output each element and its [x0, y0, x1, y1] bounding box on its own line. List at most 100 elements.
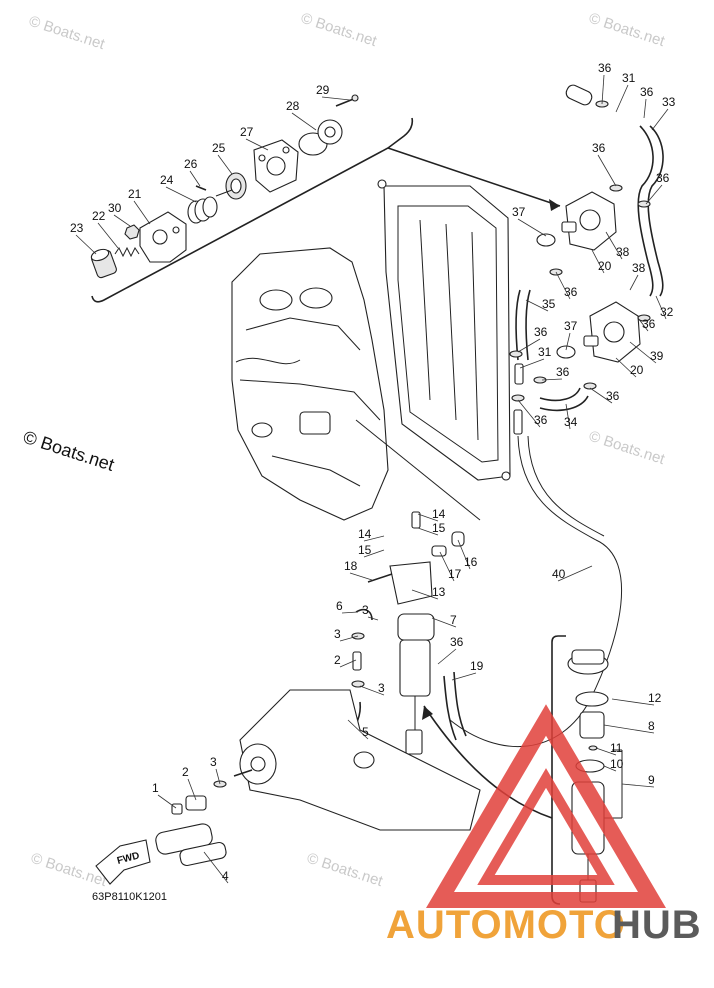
callout-label: 33 — [662, 95, 676, 109]
callout-leader-line — [517, 338, 541, 353]
callout-leader-line — [245, 138, 269, 151]
callout-label: 7 — [450, 613, 457, 627]
callout-label: 32 — [660, 305, 674, 319]
callout-leader-line — [541, 378, 563, 381]
callout-leader-line — [525, 299, 549, 312]
callout-leader-line — [437, 648, 457, 665]
callout-label: 22 — [92, 209, 106, 223]
callout-leader-line — [597, 154, 617, 187]
callout-label: 36 — [556, 365, 570, 379]
callout-label: 2 — [182, 765, 189, 779]
callout-leader-line — [595, 747, 617, 756]
callout-leader-line — [75, 234, 97, 255]
callout-label: 36 — [564, 285, 578, 299]
callout-label: 8 — [648, 719, 655, 733]
callout-label: 36 — [656, 171, 670, 185]
callout-label: 36 — [450, 635, 464, 649]
callout-label: 19 — [470, 659, 484, 673]
callout-label: 17 — [448, 567, 462, 581]
callout-leader-line — [651, 108, 669, 131]
callout-label: 37 — [512, 205, 526, 219]
callout-label: 1 — [152, 781, 159, 795]
part-code: 63P8110K1201 — [92, 891, 167, 903]
callout-leader-line — [217, 154, 233, 175]
callout-label: 18 — [344, 559, 358, 573]
callout-leader-line — [341, 611, 359, 614]
intake-manifold — [377, 179, 511, 481]
callout-leader-line — [363, 535, 385, 542]
watermark-text: © Boats.net — [587, 428, 668, 469]
callout-label: 23 — [70, 221, 84, 235]
lower-bracket — [155, 689, 481, 867]
callout-label: 36 — [592, 141, 606, 155]
callout-leader-line — [655, 295, 667, 320]
pump-parts — [90, 94, 359, 279]
callout-leader-line — [215, 768, 221, 785]
callout-label: 15 — [358, 543, 372, 557]
callout-label: 28 — [286, 99, 300, 113]
callout-leader-line — [603, 765, 617, 772]
watermark-text: © Boats.net — [27, 13, 108, 54]
callout-label: 36 — [534, 413, 548, 427]
callout-leader-line — [629, 274, 639, 291]
callout-leader-line — [451, 672, 477, 681]
callout-label: 15 — [432, 521, 446, 535]
callout-label: 36 — [606, 389, 620, 403]
callout-label: 27 — [240, 125, 254, 139]
callout-label: 3 — [362, 603, 369, 617]
watermark-text: © Boats.net — [299, 10, 380, 51]
callout-label: 3 — [334, 627, 341, 641]
callout-leader-line — [291, 112, 317, 131]
callout-leader-line — [603, 724, 655, 734]
callout-label: 25 — [212, 141, 226, 155]
callout-leader-line — [359, 685, 385, 696]
callout-label: 11 — [610, 741, 623, 755]
callout-leader-line — [411, 589, 439, 600]
callout-leader-line — [157, 794, 177, 809]
callout-leader-line — [517, 399, 541, 428]
callout-label: 4 — [222, 869, 229, 883]
fwd-arrow: FWD — [95, 839, 151, 885]
callout-label: 36 — [598, 61, 612, 75]
callout-leader-line — [557, 565, 593, 582]
watermark-large: © Boats.net — [21, 427, 117, 475]
callout-labels: 29 28 27 25 26 24 21 30 22 23 36 31 36 3… — [70, 61, 676, 883]
callout-leader-line — [611, 698, 655, 706]
callout-leader-line — [615, 84, 629, 113]
callout-label: 6 — [336, 599, 343, 613]
callout-label: 29 — [316, 83, 330, 97]
callout-leader-line — [203, 851, 229, 884]
callout-leader-line — [457, 539, 471, 570]
callout-label: 12 — [648, 691, 662, 705]
callout-label: 40 — [552, 567, 566, 581]
callout-label: 13 — [432, 585, 446, 599]
callout-leader-line — [517, 218, 547, 237]
callout-leader-line — [605, 231, 623, 260]
callout-label: 3 — [210, 755, 217, 769]
callout-label: 39 — [650, 349, 664, 363]
callout-label: 38 — [632, 261, 646, 275]
callout-label: 36 — [640, 85, 654, 99]
callout-leader-line — [629, 341, 657, 364]
callout-leader-line — [133, 200, 151, 225]
callout-label: 20 — [598, 259, 612, 273]
callout-label: 9 — [648, 773, 655, 787]
callout-leader-line — [339, 635, 359, 642]
callout-leader-line — [591, 249, 605, 274]
callout-label: 35 — [542, 297, 556, 311]
callout-label: 34 — [564, 415, 578, 429]
fuel-pumps — [509, 84, 664, 435]
callout-label: 26 — [184, 157, 198, 171]
callout-leader-line — [113, 214, 131, 227]
callout-leader-line — [637, 317, 649, 332]
callout-leader-line — [189, 170, 201, 187]
fuel-filter-center — [335, 511, 467, 755]
brand-logo: AUTOMOTO HUB — [386, 704, 701, 947]
callout-label: 5 — [362, 725, 369, 739]
callout-label: 31 — [538, 345, 552, 359]
callout-leader-line — [417, 513, 439, 522]
callout-leader-line — [363, 549, 385, 558]
callout-label: 10 — [610, 757, 624, 771]
callout-leader-line — [349, 572, 373, 581]
